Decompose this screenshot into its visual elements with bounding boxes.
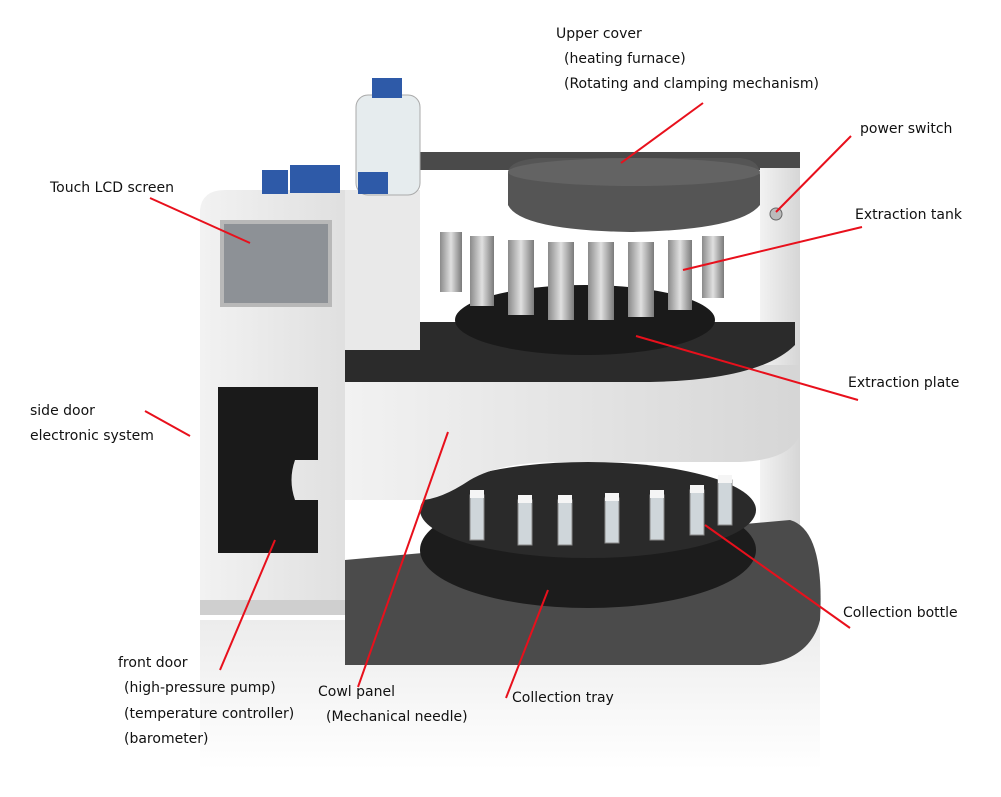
leader-extraction-tank <box>682 226 863 271</box>
label-side-door: side door <box>30 403 95 419</box>
leader-front-door <box>219 539 276 671</box>
label-upper-cover: Upper cover <box>556 26 642 42</box>
label-collection-bottle: Collection bottle <box>843 605 958 621</box>
leader-lines <box>144 102 863 699</box>
leader-power-switch <box>775 135 852 213</box>
label-collection-tray: Collection tray <box>512 690 614 706</box>
label-upper-cover-sub2: (Rotating and clamping mechanism) <box>564 76 819 92</box>
label-cowl-panel-sub1: (Mechanical needle) <box>326 709 468 725</box>
label-extraction-plate: Extraction plate <box>848 375 960 391</box>
leader-collection-bottle <box>704 524 851 629</box>
label-upper-cover-sub1: (heating furnace) <box>564 51 686 67</box>
label-front-door-sub1: (high-pressure pump) <box>124 680 276 696</box>
front-door-window <box>218 387 318 553</box>
label-front-door: front door <box>118 655 188 671</box>
label-touch-lcd: Touch LCD screen <box>50 180 174 196</box>
leader-upper-cover <box>620 102 704 164</box>
label-front-door-sub2: (temperature controller) <box>124 706 295 722</box>
label-power-switch: power switch <box>860 121 953 137</box>
extraction-tanks <box>440 232 724 320</box>
label-front-door-sub3: (barometer) <box>124 731 209 747</box>
leader-side-door <box>144 410 191 437</box>
leader-cowl-panel <box>357 431 449 688</box>
power-switch <box>769 207 783 221</box>
leader-touch-lcd <box>149 197 251 244</box>
cowl-panel <box>340 365 800 500</box>
leader-extraction-plate <box>635 335 859 401</box>
touch-lcd-screen <box>224 224 328 303</box>
label-extraction-tank: Extraction tank <box>855 207 962 223</box>
label-cowl-panel: Cowl panel <box>318 684 395 700</box>
reagent-bottles <box>262 78 421 196</box>
label-side-door-sub1: electronic system <box>30 428 154 444</box>
collection-bottles <box>469 475 733 546</box>
leader-collection-tray <box>505 589 549 699</box>
